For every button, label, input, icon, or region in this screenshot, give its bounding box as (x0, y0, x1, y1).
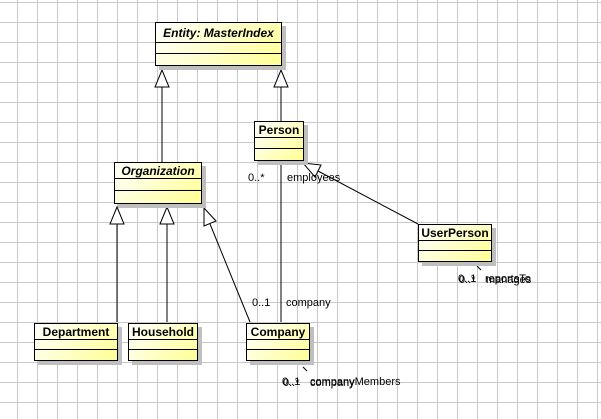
generalization-arrowhead-organization[interactable] (203, 206, 217, 227)
generalization-arrowhead-entity-masterindex[interactable] (154, 68, 170, 88)
class-attributes-compartment-person (255, 138, 303, 149)
class-entity-masterindex[interactable]: Entity: MasterIndex (155, 22, 282, 66)
class-title-department: Department (35, 324, 117, 340)
class-operations-compartment-organization (115, 191, 201, 203)
label-manages-role[interactable]: manages (486, 274, 532, 286)
class-title-userperson: UserPerson (419, 225, 491, 241)
class-attributes-compartment-department (35, 340, 117, 350)
generalization-arrowhead-organization[interactable] (159, 205, 175, 225)
label-company-role[interactable]: company (286, 297, 331, 309)
class-title-company: Company (247, 324, 309, 340)
class-operations-compartment-person (255, 149, 303, 160)
generalization-arrowhead-organization[interactable] (109, 205, 125, 225)
label-companymembers-role-overlap[interactable]: company (310, 377, 355, 389)
class-organization[interactable]: Organization (114, 162, 202, 204)
class-attributes-compartment-organization (115, 179, 201, 191)
label-companymembers-multiplicity[interactable]: 0..1 (282, 376, 301, 388)
label-employees-role[interactable]: employees (287, 172, 341, 184)
class-title-organization: Organization (115, 163, 201, 179)
class-operations-compartment-company (247, 350, 309, 360)
class-operations-compartment-entity-masterindex (156, 54, 281, 65)
class-title-household: Household (129, 324, 197, 340)
class-operations-compartment-household (129, 350, 197, 360)
association-stub-company-to-company[interactable] (302, 366, 308, 372)
class-person[interactable]: Person (254, 121, 304, 161)
label-employees-multiplicity[interactable]: 0..* (248, 172, 265, 184)
label-company-multiplicity[interactable]: 0..1 (252, 297, 271, 309)
association-stub-userperson-to-userperson[interactable] (476, 265, 482, 271)
label-companymembers-role[interactable]: companyMembers (310, 376, 401, 388)
class-attributes-compartment-company (247, 340, 309, 350)
label-reportsto-role[interactable]: reportsTo (485, 273, 531, 285)
class-attributes-compartment-household (129, 340, 197, 350)
class-department[interactable]: Department (34, 323, 118, 361)
generalization-arrowhead-entity-masterindex[interactable] (273, 68, 289, 88)
generalization-company-to-organization[interactable] (209, 223, 251, 323)
class-company[interactable]: Company (246, 323, 310, 361)
label-reportsto-multiplicity[interactable]: 0..1 (458, 273, 477, 285)
class-title-entity-masterindex: Entity: MasterIndex (156, 23, 281, 43)
class-title-person: Person (255, 122, 303, 138)
class-operations-compartment-department (35, 350, 117, 360)
class-attributes-compartment-entity-masterindex (156, 43, 281, 54)
class-attributes-compartment-userperson (419, 241, 491, 251)
label-companymembers-multiplicity-2[interactable]: 0..* (283, 377, 300, 389)
class-operations-compartment-userperson (419, 251, 491, 261)
class-userperson[interactable]: UserPerson (418, 224, 492, 262)
label-manages-multiplicity[interactable]: 0..* (459, 274, 476, 286)
class-household[interactable]: Household (128, 323, 198, 361)
